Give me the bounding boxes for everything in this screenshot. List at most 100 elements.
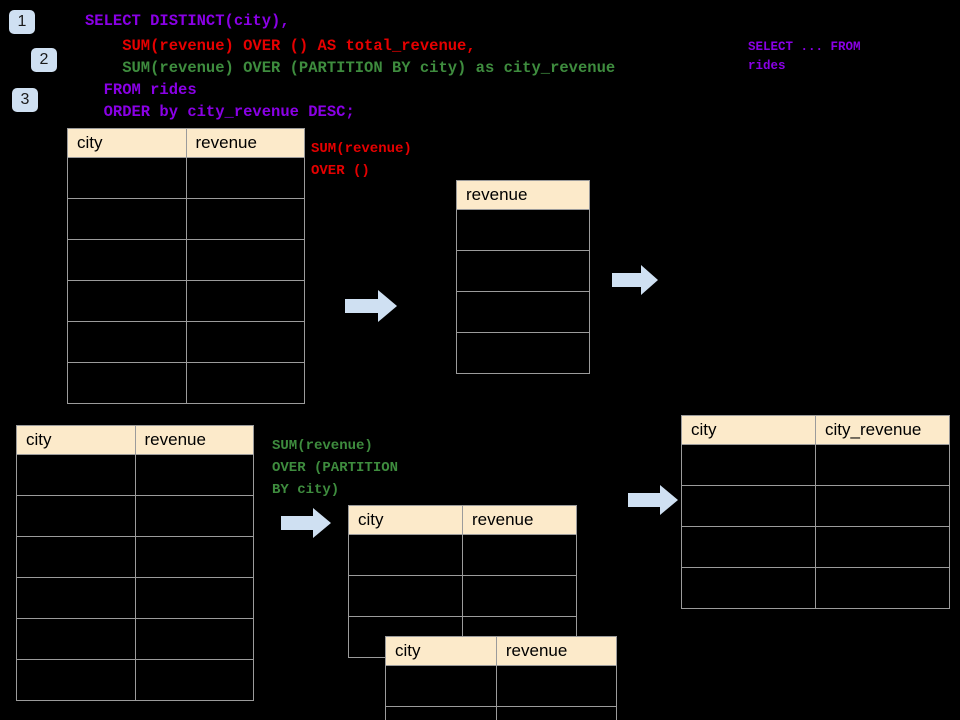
table-row[interactable] xyxy=(67,362,305,404)
table-row[interactable] xyxy=(348,575,577,617)
table-row[interactable] xyxy=(16,577,254,619)
column-header-city: city xyxy=(681,415,816,445)
table-header-row: city revenue xyxy=(67,128,305,158)
cell-revenue xyxy=(456,332,590,374)
table-header-row: revenue xyxy=(456,180,590,210)
table-row[interactable] xyxy=(681,567,950,609)
sql-line-select-distinct: SELECT DISTINCT(city), xyxy=(85,12,290,30)
cell-revenue xyxy=(134,454,254,496)
table-row[interactable] xyxy=(385,706,618,720)
column-header-revenue: revenue xyxy=(495,636,618,666)
cell-city xyxy=(385,706,497,720)
cell-city xyxy=(681,526,816,568)
cell-city xyxy=(16,659,136,701)
step-badge-2[interactable]: 2 xyxy=(31,48,57,72)
cell-revenue xyxy=(134,618,254,660)
table-row[interactable] xyxy=(681,526,950,568)
sql-line-total-revenue: SUM(revenue) OVER () AS total_revenue, xyxy=(85,37,476,55)
arrow-to-revenue-table xyxy=(345,290,397,322)
cell-city xyxy=(16,495,136,537)
annotation-city-revenue-line2: OVER (PARTITION xyxy=(272,460,399,476)
table-row[interactable] xyxy=(456,332,590,374)
cell-revenue xyxy=(185,280,305,322)
table-row[interactable] xyxy=(348,534,577,576)
cell-city xyxy=(385,665,497,707)
cell-city-revenue xyxy=(815,567,950,609)
cell-city xyxy=(67,198,187,240)
table-row[interactable] xyxy=(681,444,950,486)
annotation-total-revenue-line2: OVER () xyxy=(311,163,370,179)
column-header-city: city xyxy=(348,505,463,535)
table-row[interactable] xyxy=(16,659,254,701)
cell-revenue xyxy=(495,706,618,720)
table-row[interactable] xyxy=(67,157,305,199)
cell-city xyxy=(348,575,463,617)
cell-city xyxy=(67,321,187,363)
cell-revenue xyxy=(134,577,254,619)
revenue-column-table[interactable]: revenue xyxy=(456,180,590,374)
cell-revenue xyxy=(185,321,305,363)
cell-revenue xyxy=(185,157,305,199)
column-header-city: city xyxy=(385,636,497,666)
rides-source-table-bottom[interactable]: city revenue xyxy=(16,425,254,701)
rides-source-table-top[interactable]: city revenue xyxy=(67,128,305,404)
cell-revenue xyxy=(134,536,254,578)
cell-revenue xyxy=(456,291,590,333)
side-note-select-from-line1: SELECT ... FROM xyxy=(748,40,861,54)
annotation-total-revenue-line1: SUM(revenue) xyxy=(311,141,412,157)
cell-city xyxy=(16,536,136,578)
table-row[interactable] xyxy=(16,454,254,496)
result-table[interactable]: city city_revenue xyxy=(681,415,950,609)
table-row[interactable] xyxy=(67,280,305,322)
table-row[interactable] xyxy=(385,665,618,707)
cell-city-revenue xyxy=(815,485,950,527)
annotation-city-revenue-line1: SUM(revenue) xyxy=(272,438,373,454)
cell-city-revenue xyxy=(815,526,950,568)
cell-revenue xyxy=(134,495,254,537)
table-row[interactable] xyxy=(681,485,950,527)
cell-city xyxy=(16,454,136,496)
table-header-row: city city_revenue xyxy=(681,415,950,445)
step-badge-3[interactable]: 3 xyxy=(12,88,38,112)
arrow-revenue-to-result xyxy=(612,265,658,295)
table-row[interactable] xyxy=(16,618,254,660)
partition-group-table-front[interactable]: city revenue xyxy=(385,636,618,720)
cell-city xyxy=(67,157,187,199)
table-header-row: city revenue xyxy=(348,505,577,535)
table-row[interactable] xyxy=(16,495,254,537)
cell-revenue xyxy=(134,659,254,701)
cell-revenue xyxy=(456,250,590,292)
table-row[interactable] xyxy=(456,209,590,251)
cell-revenue xyxy=(495,665,618,707)
cell-revenue xyxy=(462,534,577,576)
table-row[interactable] xyxy=(67,239,305,281)
step-badge-1[interactable]: 1 xyxy=(9,10,35,34)
table-row[interactable] xyxy=(67,321,305,363)
cell-revenue xyxy=(185,239,305,281)
cell-city xyxy=(67,239,187,281)
cell-city xyxy=(67,280,187,322)
arrow-partition-to-result xyxy=(628,485,678,515)
column-header-revenue: revenue xyxy=(134,425,254,455)
partition-group-table-back[interactable]: city revenue xyxy=(348,505,577,658)
annotation-city-revenue-line3: BY city) xyxy=(272,482,340,498)
cell-revenue xyxy=(456,209,590,251)
column-header-city: city xyxy=(16,425,136,455)
cell-city xyxy=(681,444,816,486)
column-header-revenue: revenue xyxy=(456,180,590,210)
table-row[interactable] xyxy=(67,198,305,240)
table-row[interactable] xyxy=(456,291,590,333)
cell-revenue xyxy=(185,362,305,404)
cell-city xyxy=(16,577,136,619)
table-row[interactable] xyxy=(16,536,254,578)
table-header-row: city revenue xyxy=(16,425,254,455)
cell-city xyxy=(16,618,136,660)
table-header-row: city revenue xyxy=(385,636,618,666)
column-header-revenue: revenue xyxy=(462,505,577,535)
cell-revenue xyxy=(462,575,577,617)
table-row[interactable] xyxy=(456,250,590,292)
cell-city xyxy=(348,534,463,576)
side-note-select-from-line2: rides xyxy=(748,59,786,73)
cell-city xyxy=(681,485,816,527)
